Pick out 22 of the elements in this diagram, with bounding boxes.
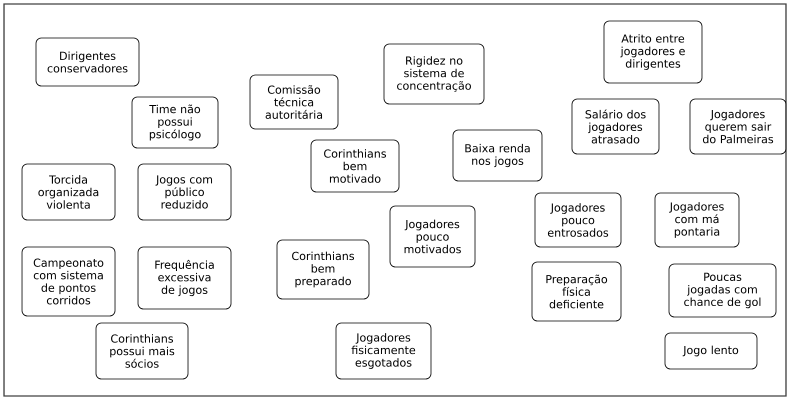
cause-box: Jogos com público reduzido [138,164,232,220]
cause-box: Baixa renda nos jogos [452,130,542,182]
cause-box: Preparação física deficiente [532,262,622,322]
cause-box: Corinthians bem motivado [310,140,400,192]
cause-box: Jogo lento [664,332,758,370]
cause-box: Salário dos jogadores atrasado [572,98,660,154]
cause-box: Poucas jogadas com chance de gol [668,264,776,318]
cause-box: Jogadores fisicamente esgotados [336,322,432,380]
cause-box: Jogadores pouco motivados [390,206,476,268]
cause-box: Corinthians possui mais sócios [96,322,188,380]
cause-box: Jogadores pouco entrosados [534,192,622,248]
cause-box: Rigidez no sistema de concentração [384,44,484,104]
cause-box: Jogadores com má pontaria [654,192,740,248]
cause-box: Dirigentes conservadores [36,38,140,86]
cause-box: Torcida organizada violenta [22,164,116,220]
cause-box: Corinthians bem preparado [276,240,370,300]
cause-box: Comissão técnica autoritária [250,74,338,130]
cause-box: Frequência excessiva de jogos [138,246,232,310]
cause-box: Atrito entre jogadores e dirigentes [604,20,702,84]
cause-box: Jogadores querem sair do Palmeiras [690,98,786,154]
cause-box: Campeonato com sistema de pontos corridos [22,246,116,316]
cause-box: Time não possui psicólogo [132,96,218,148]
